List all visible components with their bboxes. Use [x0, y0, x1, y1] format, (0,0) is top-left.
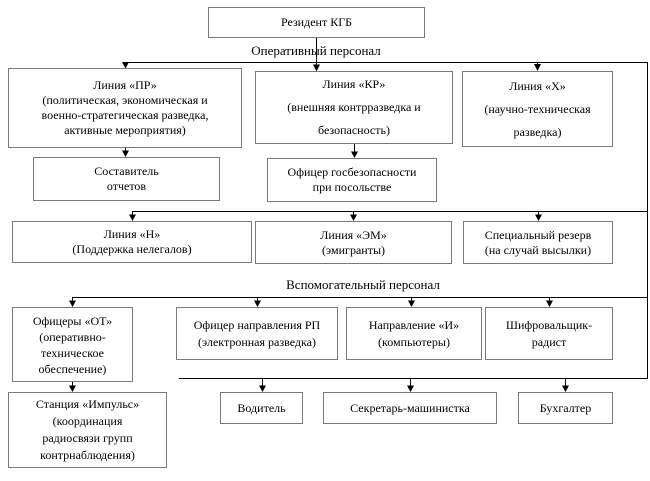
- node-line-kr: Линия «КР» (внешняя контрразведка и безо…: [255, 71, 453, 144]
- node-ot-officers-label: Офицеры «ОТ» (оперативно- техническое об…: [32, 313, 113, 376]
- node-accountant-label: Бухгалтер: [539, 400, 592, 415]
- node-resident-kgb-label: Резидент КГБ: [280, 15, 353, 29]
- node-rp-direction-officer: Офицер направления РП (электронная разве…: [176, 307, 338, 360]
- node-direction-i: Направление «И» (компьютеры): [346, 307, 482, 360]
- node-rp-direction-officer-label: Офицер направления РП (электронная разве…: [193, 317, 321, 349]
- node-line-n-label: Линия «Н» (Поддержка нелегалов): [72, 227, 192, 256]
- node-embassy-security-officer: Офицер госбезопасности при посольстве: [267, 158, 437, 202]
- arrow-down: [350, 214, 357, 221]
- arrow-down: [407, 385, 414, 392]
- node-line-em-label: Линия «ЭМ» (эмигранты): [320, 227, 387, 257]
- node-line-x-label: Линия «Х» (научно-техническая разведка): [484, 78, 591, 139]
- node-line-em: Линия «ЭМ» (эмигранты): [255, 221, 452, 264]
- node-impulse-station: Станция «Импульс» (координация радиосвяз…: [8, 392, 167, 468]
- node-line-pr-label: Линия «ПР» (политическая, экономическая …: [41, 78, 209, 137]
- node-driver: Водитель: [220, 392, 303, 424]
- node-resident-kgb: Резидент КГБ: [208, 7, 425, 38]
- node-report-writer-label: Составитель отчетов: [94, 164, 159, 193]
- section-label-auxiliary: Вспомогательный персонал: [286, 277, 440, 292]
- node-secretary-typist: Секретарь-машинистка: [323, 392, 497, 424]
- node-line-pr: Линия «ПР» (политическая, экономическая …: [8, 68, 242, 148]
- node-cipher-clerk-label: Шифровальщик- радист: [505, 317, 593, 349]
- node-line-x: Линия «Х» (научно-техническая разведка): [462, 71, 613, 147]
- node-report-writer: Составитель отчетов: [33, 157, 220, 201]
- arrow-down: [313, 64, 320, 72]
- arrow-down: [351, 151, 358, 158]
- arrow-down: [122, 150, 129, 157]
- node-embassy-security-officer-label: Офицер госбезопасности при посольстве: [287, 165, 417, 194]
- node-cipher-clerk: Шифровальщик- радист: [485, 307, 613, 360]
- node-special-reserve: Специальный резерв (на случай высылки): [463, 221, 613, 264]
- arrow-down: [122, 62, 129, 69]
- arrow-down: [534, 64, 541, 71]
- arrow-down: [69, 300, 76, 307]
- arrow-down: [129, 214, 136, 221]
- node-direction-i-label: Направление «И» (компьютеры): [368, 317, 460, 349]
- node-accountant: Бухгалтер: [518, 392, 613, 424]
- node-driver-label: Водитель: [237, 400, 286, 415]
- node-secretary-typist-label: Секретарь-машинистка: [350, 400, 470, 415]
- arrow-down: [254, 300, 261, 307]
- node-impulse-station-label: Станция «Импульс» (координация радиосвяз…: [35, 397, 140, 462]
- section-label-operational: Оперативный персонал: [251, 43, 381, 58]
- arrow-down: [546, 300, 553, 307]
- arrow-down: [69, 385, 76, 392]
- arrow-down: [408, 300, 415, 307]
- arrow-down: [535, 214, 542, 221]
- node-ot-officers: Офицеры «ОТ» (оперативно- техническое об…: [12, 307, 133, 382]
- node-line-kr-label: Линия «КР» (внешняя контрразведка и безо…: [287, 77, 421, 137]
- node-line-n: Линия «Н» (Поддержка нелегалов): [12, 221, 252, 263]
- arrow-down: [562, 385, 569, 392]
- arrow-down: [259, 385, 266, 392]
- node-special-reserve-label: Специальный резерв (на случай высылки): [484, 227, 592, 257]
